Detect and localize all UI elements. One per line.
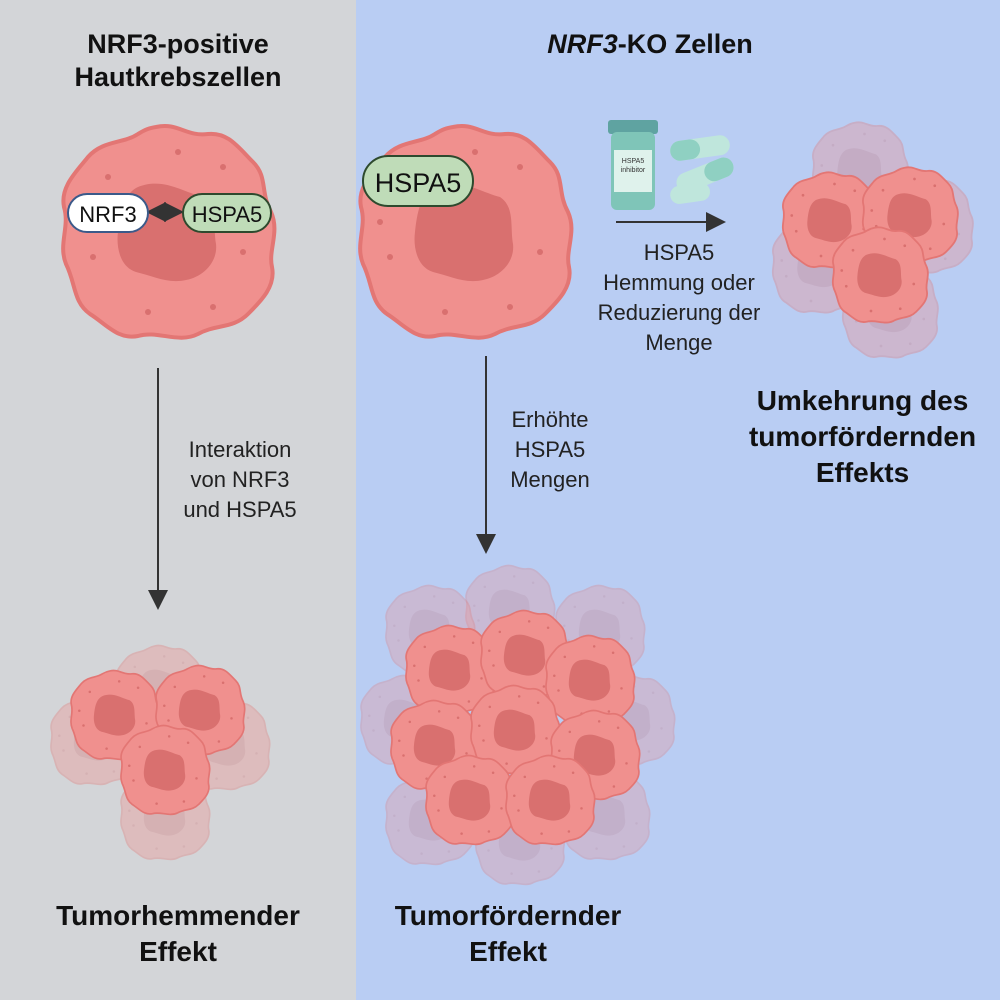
pills-icon — [670, 135, 734, 204]
large-tumor-cluster — [360, 564, 676, 886]
interaction-label: Interaktion von NRF3 und HSPA5 — [183, 437, 297, 522]
right-title-rest: -KO Zellen — [617, 29, 753, 59]
nrf3-protein-label: NRF3 — [67, 193, 149, 233]
hspa5-protein-label-left: HSPA5 — [182, 193, 272, 233]
inhibitor-bottle-label: HSPA5 inhibitor — [620, 158, 646, 174]
tumor-suppressive-effect-label: Tumorhemmender Effekt — [56, 900, 300, 967]
tumor-promoting-effect-label: Tumorfördernder Effekt — [394, 900, 622, 967]
right-title-gene: NRF3 — [547, 29, 618, 59]
small-tumor-cluster — [50, 644, 271, 861]
increased-hspa5-label: Erhöhte HSPA5 Mengen — [510, 407, 590, 492]
reversal-tumor-cluster — [771, 121, 974, 359]
right-panel-title: NRF3-KO Zellen — [480, 28, 820, 61]
hspa5-protein-label-right: HSPA5 — [362, 155, 474, 207]
treatment-label: HSPA5 Hemmung oder Reduzierung der Menge — [597, 240, 761, 355]
left-panel-title: NRF3-positive Hautkrebszellen — [74, 29, 282, 92]
reversal-effect-label: Umkehrung des tumorfördernden Effekts — [748, 385, 977, 488]
inhibitor-bottle-icon — [608, 120, 658, 210]
